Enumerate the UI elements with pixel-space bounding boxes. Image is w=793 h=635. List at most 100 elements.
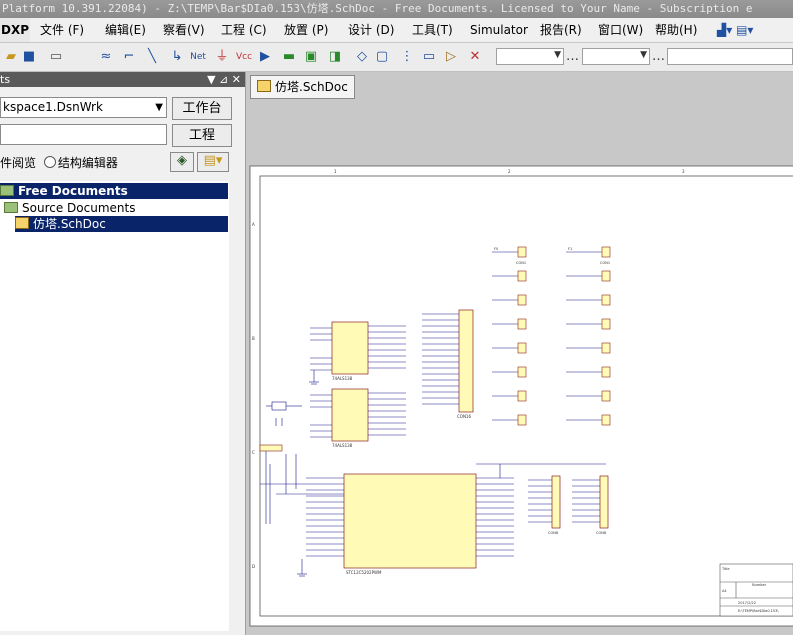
schematic-canvas[interactable]: 1 2 3 A B C D 74ALS138 — [246, 164, 793, 635]
save-icon[interactable]: ■ — [22, 49, 36, 64]
tab-schdoc[interactable]: 仿塔.SchDoc — [250, 75, 355, 99]
folder-icon: ▤▾ — [203, 153, 223, 168]
header-p3[interactable]: CON8 — [572, 475, 609, 535]
bus-entry-icon[interactable]: ╲ — [148, 49, 156, 64]
sheet-entry-icon[interactable]: ▣ — [304, 49, 318, 64]
rectangle-icon[interactable]: ▭ — [422, 49, 436, 64]
title-block-number: Number — [752, 583, 767, 587]
doc-menu-button[interactable]: ▤▾ — [197, 152, 229, 172]
workspace-select[interactable]: kspace1.DsnWrk ▼ — [0, 97, 167, 118]
schematic-doc-icon — [15, 217, 29, 229]
menu-bar: DXP 文件 (F) 编辑(E) 察看(V) 工程 (C) 放置 (P) 设计 … — [0, 18, 793, 43]
connectors-col2-boxes — [601, 246, 611, 426]
connector-label: CON1 — [516, 261, 526, 265]
menu-edit[interactable]: 编辑(E) — [105, 23, 146, 37]
main-toolbar: ▰ ■ ▭ ≈ ⌐ ╲ ↳ Net ⏚ Vcc ▶ ▬ ▣ ◨ ◇ ▢ ⋮ ▭ … — [0, 43, 793, 72]
menu-project[interactable]: 工程 (C) — [221, 23, 267, 37]
radio-structure-label[interactable]: 结构编辑器 — [57, 156, 118, 170]
text-frame-icon[interactable]: ▷ — [446, 49, 456, 64]
window-title-bar: Platform 10.391.22084) - Z:\TEMP\Bar$DIa… — [0, 0, 793, 18]
panel-title: ts — [0, 73, 11, 86]
pin-icon[interactable]: ⊿ — [219, 73, 229, 86]
chip-u1-label: 74ALS138 — [332, 376, 353, 381]
oscillator-circuit[interactable] — [259, 401, 346, 524]
sheet-symbol-icon[interactable]: ▬ — [282, 49, 296, 64]
net-label-f1: F1 — [568, 247, 572, 251]
wire-icon[interactable]: ≈ — [100, 49, 112, 64]
schematic-doc-icon — [257, 80, 271, 92]
filter-combo-1[interactable]: ▼ — [496, 48, 564, 65]
menu-help[interactable]: 帮助(H) — [655, 23, 698, 37]
chip-u3-label: STC12C5202PWM — [346, 570, 382, 575]
window-title: Platform 10.391.22084) - Z:\TEMP\Bar$DIa… — [2, 2, 753, 15]
radio-file-view-label[interactable]: 件阅览 — [0, 156, 37, 170]
panel-header: ts ▼ ⊿ ✕ — [0, 72, 245, 87]
open-icon[interactable]: ▰ — [6, 49, 16, 64]
chevron-down-icon: ▼ — [155, 102, 163, 113]
net-label-f0: F0 — [494, 247, 498, 251]
menu-simulator[interactable]: Simulator — [470, 23, 528, 37]
menu-file[interactable]: 文件 (F) — [40, 23, 85, 37]
header-p1[interactable]: CON16 — [422, 309, 474, 419]
bus-icon[interactable]: ⌐ — [123, 49, 135, 64]
ground-icon — [297, 370, 319, 577]
power-icon[interactable]: Vcc — [235, 52, 253, 62]
menu-dxp[interactable]: DXP — [0, 18, 30, 42]
device-sheet-icon[interactable]: ◨ — [328, 49, 342, 64]
title-block-size: A4 — [722, 589, 727, 593]
title-block-title: Title — [721, 567, 730, 571]
tree-item-free-documents[interactable]: Free Documents — [0, 183, 228, 199]
menu-extra-tools[interactable]: ▟▾ ▤▾ — [717, 18, 777, 42]
chevron-down-icon: ▼ — [554, 50, 561, 60]
structure-radio[interactable] — [43, 156, 56, 168]
menu-design[interactable]: 设计 (D) — [348, 23, 395, 37]
menu-tools[interactable]: 工具(T) — [412, 23, 453, 37]
chip-u3[interactable]: STC12C5202PWM — [306, 463, 606, 575]
panel-menu-icon[interactable]: ▼ — [207, 73, 216, 86]
more-icon: … — [652, 49, 665, 64]
project-tree: Free Documents Source Documents 仿塔.SchDo… — [0, 181, 229, 631]
close-icon[interactable]: ✕ — [231, 73, 241, 86]
tree-item-schdoc[interactable]: 仿塔.SchDoc — [15, 216, 228, 232]
tree-item-source-documents[interactable]: Source Documents — [4, 200, 135, 216]
layers-icon: ◈ — [177, 153, 187, 168]
menu-place[interactable]: 放置 (P) — [284, 23, 329, 37]
header-p1-label: CON16 — [457, 414, 471, 419]
workspace-button[interactable]: 工作台 — [172, 97, 232, 120]
menu-window[interactable]: 窗口(W) — [598, 23, 644, 37]
layers-button[interactable]: ◈ — [170, 152, 194, 172]
header-p2-label: CON8 — [548, 531, 558, 535]
workspace-value: kspace1.DsnWrk — [3, 100, 103, 114]
layers-icon: ▤▾ — [736, 23, 754, 37]
zone-col-2: 2 — [508, 169, 511, 174]
directive-icon[interactable]: ▢ — [375, 49, 389, 64]
document-area: 仿塔.SchDoc 1 2 3 A B C D 74ALS138 — [246, 72, 793, 635]
component-icon[interactable]: ▶ — [260, 49, 270, 64]
menu-view[interactable]: 察看(V) — [163, 23, 205, 37]
filter-combo-3[interactable] — [667, 48, 793, 65]
view-mode-radios: 件阅览 结构编辑器 — [0, 154, 118, 172]
zone-row-a: A — [252, 222, 255, 227]
sheet-inner-border — [259, 175, 793, 617]
harness-icon[interactable]: ↳ — [171, 49, 183, 64]
ground-icon[interactable]: ⏚ — [215, 49, 229, 64]
chart-icon: ▟▾ — [717, 23, 733, 37]
header-p2[interactable]: CON8 — [528, 475, 561, 535]
menu-reports[interactable]: 报告(R) — [540, 23, 582, 37]
chip-u2-label: 74ALS138 — [332, 443, 353, 448]
print-icon[interactable]: ▭ — [49, 49, 63, 64]
no-erc-icon[interactable]: ✕ — [469, 49, 481, 64]
title-block-file: E:\TEMP\Bar$DIa0.153\ — [738, 609, 779, 613]
junction-icon[interactable]: ⋮ — [400, 49, 414, 64]
folder-icon — [4, 202, 18, 213]
project-button[interactable]: 工程 — [172, 124, 232, 147]
chip-u1[interactable]: 74ALS138 — [310, 321, 406, 381]
net-label-icon[interactable]: Net — [190, 52, 206, 62]
filter-combo-2[interactable]: ▼ — [582, 48, 650, 65]
connector-label: CON1 — [600, 261, 610, 265]
project-select[interactable] — [0, 124, 167, 145]
title-block[interactable] — [719, 563, 793, 617]
connectors-col2 — [566, 251, 602, 421]
chip-u2[interactable]: 74ALS138 — [310, 388, 406, 448]
port-icon[interactable]: ◇ — [357, 49, 367, 64]
